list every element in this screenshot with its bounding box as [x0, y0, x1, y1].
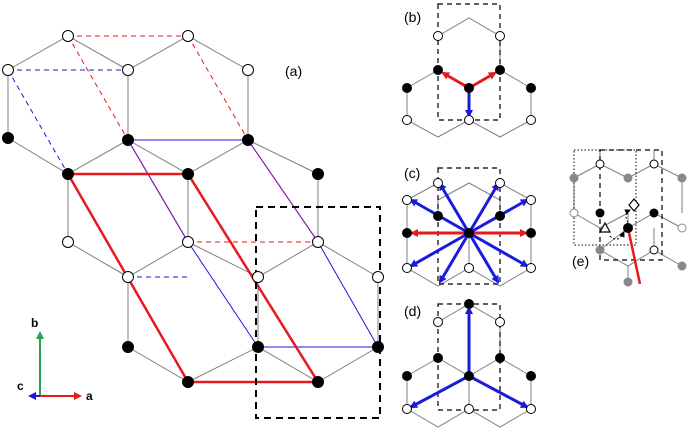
panel-a-blue-cell: [7, 69, 379, 348]
panel-e-red-bond: [626, 227, 642, 285]
panel-b-label: (b): [404, 9, 421, 25]
panel-e-label: (e): [572, 253, 589, 269]
panel-d-arrows: [409, 306, 529, 409]
axes-indicator: b a c: [17, 316, 93, 403]
rotation-arrow-right-icon: [624, 209, 631, 227]
panel-e-atoms: [569, 159, 687, 287]
panel-d-atoms: [402, 299, 536, 414]
panel-c-atoms: [402, 178, 536, 273]
panel-a-purple-edges: [127, 139, 319, 243]
panel-c: (c): [402, 165, 536, 287]
panel-e-dotted-box: [573, 149, 637, 246]
diamond-icon: [628, 198, 640, 212]
panel-c-dashed-box: [437, 167, 501, 285]
panel-a-dashed-box: [255, 206, 381, 419]
panel-e: (e): [569, 149, 687, 287]
panel-d-label: (d): [404, 303, 421, 319]
panel-a: (a): [2, 30, 384, 419]
panel-c-label: (c): [404, 165, 420, 181]
axis-b-label: b: [31, 316, 38, 330]
rotation-arrow-left-icon: [609, 231, 625, 240]
panel-a-bonds: [7, 35, 379, 383]
panel-e-symbols: [598, 198, 640, 240]
panel-a-atoms: [2, 30, 384, 388]
panel-b-atoms: [402, 31, 536, 125]
panel-b-arrows: [441, 71, 497, 118]
panel-d: (d): [402, 299, 536, 428]
panel-a-label: (a): [285, 63, 302, 79]
panel-e-bonds: [573, 150, 683, 282]
panel-e-dashed-box: [599, 149, 663, 261]
panel-b: (b): [402, 3, 536, 138]
panel-a-red-dashed-cell: [67, 35, 318, 243]
triangle-icon: [598, 221, 612, 233]
axis-c-label: c: [17, 379, 24, 393]
panel-a-red-cell: [65, 172, 321, 384]
axis-a-label: a: [86, 389, 93, 403]
